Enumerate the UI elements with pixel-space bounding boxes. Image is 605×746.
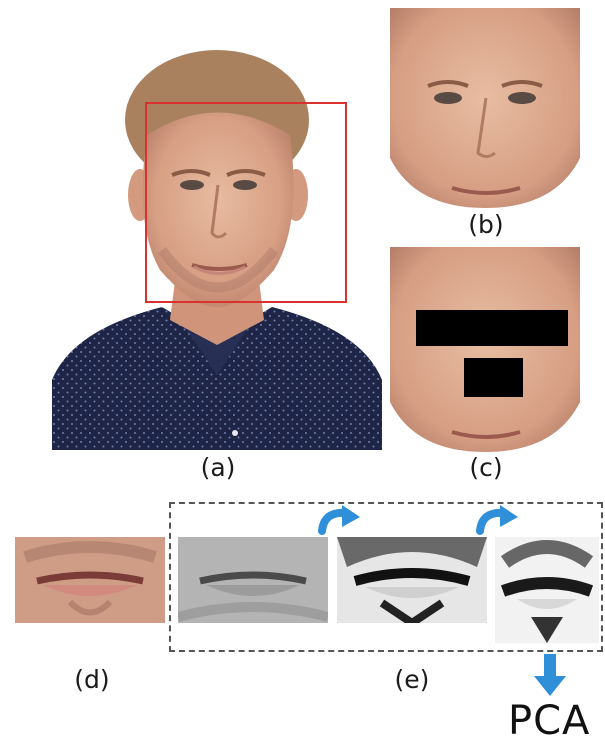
masked-face-image bbox=[390, 247, 580, 452]
curved-arrow-icon bbox=[316, 505, 362, 537]
curved-arrow-icon bbox=[474, 505, 520, 537]
label-c: (c) bbox=[446, 453, 526, 482]
nose-mask bbox=[464, 358, 523, 397]
down-arrow-icon bbox=[534, 654, 566, 698]
mouth-grayscale-crop bbox=[178, 537, 328, 623]
label-e: (e) bbox=[372, 665, 452, 694]
mouth-color-crop bbox=[15, 537, 165, 623]
label-a: (a) bbox=[178, 453, 258, 482]
mouth-enhanced-crop bbox=[337, 537, 487, 623]
portrait-image bbox=[52, 35, 382, 450]
label-d: (d) bbox=[52, 665, 132, 694]
eye-mask bbox=[416, 310, 568, 346]
label-b: (b) bbox=[446, 210, 526, 239]
pca-label: PCA bbox=[508, 698, 590, 744]
mouth-filtered-crop bbox=[495, 537, 599, 643]
cropped-face-image bbox=[390, 8, 580, 208]
